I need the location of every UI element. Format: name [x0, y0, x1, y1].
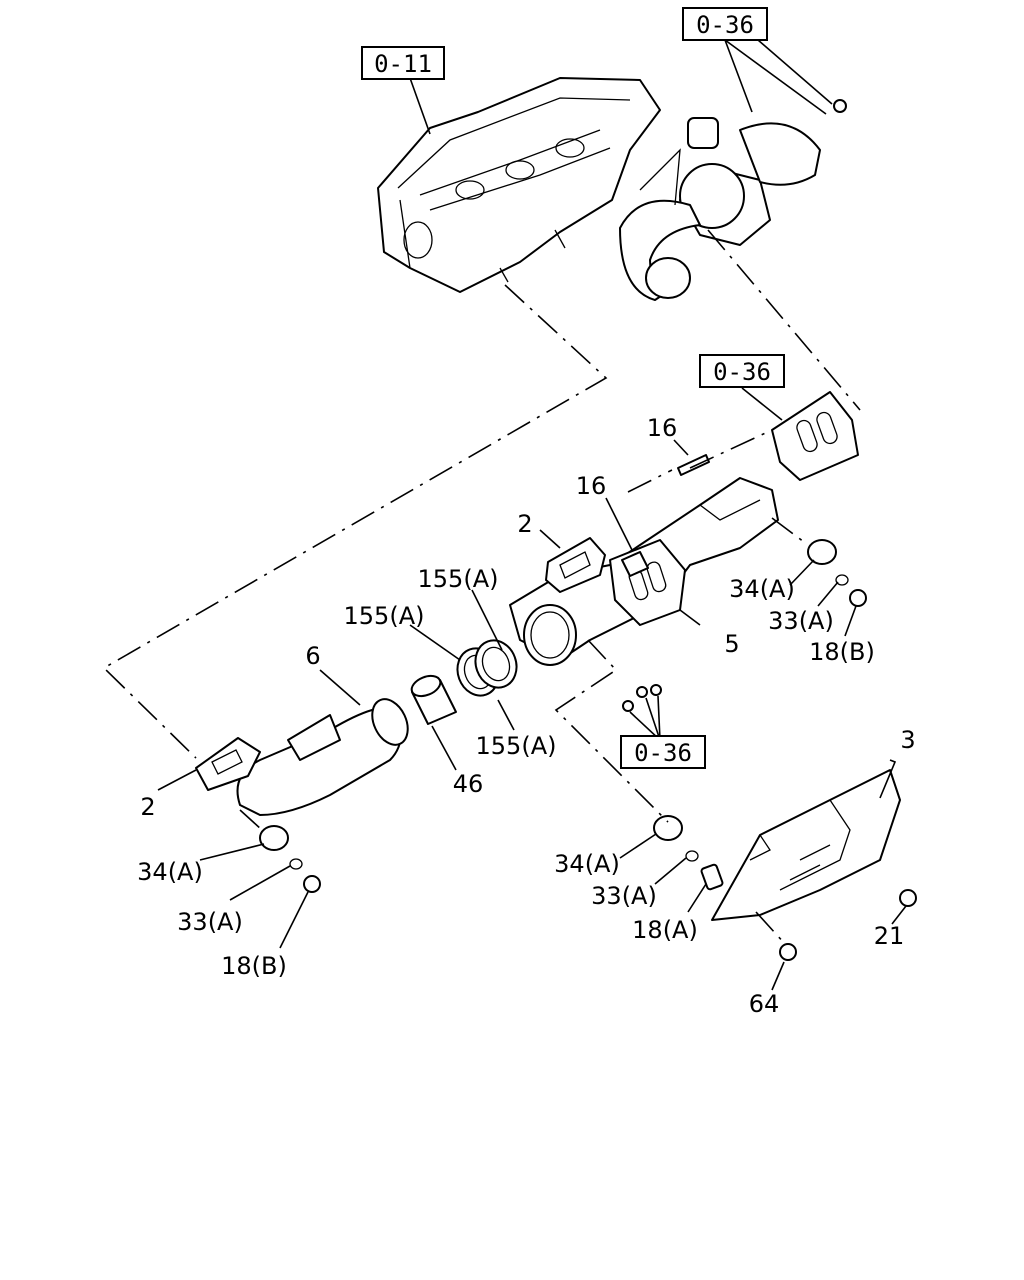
svg-text:0-36: 0-36	[713, 358, 771, 386]
label-46: 46	[453, 770, 484, 798]
label-18a-bottom: 18(A)	[632, 916, 698, 944]
seal-rings	[456, 639, 518, 697]
engine-cylinder-head	[377, 77, 661, 293]
nut-34a-right	[807, 539, 837, 565]
bolt-21	[899, 889, 917, 907]
fasteners	[259, 99, 917, 961]
sleeve-46	[410, 674, 457, 725]
part-labels: 16 16 2 2 155(A) 155(A) 155(A) 6 46 5 3 …	[137, 414, 915, 1018]
nut-18b-left	[303, 875, 321, 893]
label-33a-bottom: 33(A)	[591, 882, 657, 910]
ref-box-top-right: 0-36	[682, 7, 768, 41]
turbo-gasket	[771, 391, 859, 481]
label-16-upper: 16	[647, 414, 678, 442]
nut-18b-right	[849, 589, 867, 607]
label-34a-left: 34(A)	[137, 858, 203, 886]
label-33a-right: 33(A)	[768, 607, 834, 635]
nut-34a-bottom	[653, 815, 683, 841]
svg-text:0-36: 0-36	[696, 11, 754, 39]
label-155a-bottom: 155(A)	[476, 732, 557, 760]
label-64: 64	[749, 990, 780, 1018]
gasket-2-upper	[545, 537, 649, 593]
label-21: 21	[874, 922, 905, 950]
label-155a-top: 155(A)	[418, 565, 499, 593]
washer-33a-right	[835, 574, 849, 586]
turbocharger	[619, 117, 821, 301]
label-2-lower: 2	[140, 793, 155, 821]
stud-16-upper	[677, 454, 710, 476]
svg-text:0-11: 0-11	[374, 50, 432, 78]
svg-text:0-36: 0-36	[634, 739, 692, 767]
label-3: 3	[900, 726, 915, 754]
label-34a-right: 34(A)	[729, 575, 795, 603]
label-5: 5	[724, 630, 739, 658]
nut-34a-left	[259, 825, 289, 851]
label-34a-bottom: 34(A)	[554, 850, 620, 878]
leader-lines	[157, 39, 907, 991]
label-16-lower: 16	[576, 472, 607, 500]
ref-box-gasket: 0-36	[699, 354, 785, 388]
heat-shield	[711, 769, 901, 921]
label-18b-right: 18(B)	[809, 638, 875, 666]
ref-box-engine: 0-11	[361, 46, 445, 80]
nut-64	[779, 943, 797, 961]
label-155a-left: 155(A)	[344, 602, 425, 630]
washer-33a-left	[289, 858, 303, 870]
ref-box-bottom: 0-36	[620, 735, 706, 769]
stud-18a	[700, 863, 724, 891]
label-2-upper: 2	[517, 510, 532, 538]
exhaust-pipe-6	[195, 698, 409, 816]
washer-33a-bottom	[685, 850, 699, 862]
label-6: 6	[305, 642, 320, 670]
label-18b-left: 18(B)	[221, 952, 287, 980]
guide-lines	[102, 229, 861, 946]
label-33a-left: 33(A)	[177, 908, 243, 936]
